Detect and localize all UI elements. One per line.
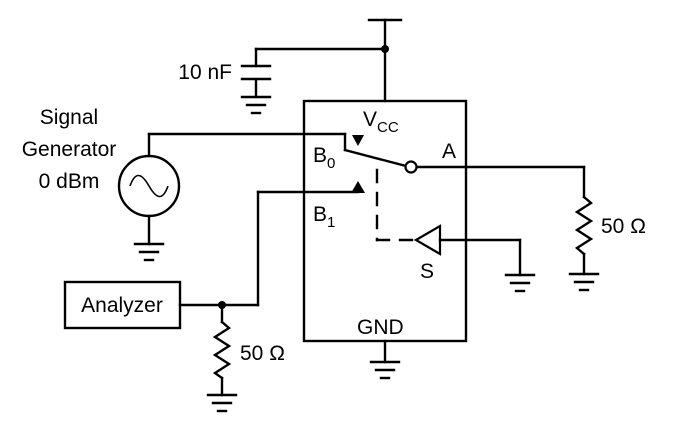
- analyzer-box: [63, 280, 182, 330]
- generator-label-line2: Generator: [22, 138, 117, 161]
- a-pin-label: A: [442, 140, 456, 163]
- vcc-pin-label: VCC: [363, 108, 399, 136]
- b0-pin-label: B0: [313, 144, 335, 172]
- decoupling-capacitor: 10 nF: [178, 47, 387, 115]
- s-ground-icon: [504, 273, 536, 293]
- generator-label-line3: 0 dBm: [39, 170, 100, 193]
- vcc-supply: [367, 18, 403, 103]
- spdt-switch: [343, 135, 536, 293]
- load-resistor-ground-icon: [568, 272, 600, 292]
- s-pin-label: S: [420, 260, 434, 283]
- ic-ground: [369, 339, 401, 380]
- gnd-pin-label: GND: [357, 316, 404, 339]
- s-buffer-icon: [413, 224, 442, 256]
- b1-contact-triangle: [351, 181, 365, 193]
- generator-label-line1: Signal: [40, 106, 98, 129]
- load-resistor: 50 Ω: [464, 165, 646, 292]
- signal-generator: Signal Generator 0 dBm: [22, 106, 347, 262]
- analyzer-termination-resistor: 50 Ω: [206, 303, 285, 413]
- capacitor-ground-icon: [240, 95, 272, 115]
- b0-contact-triangle: [352, 135, 364, 146]
- b1-analyzer-net: [178, 190, 360, 309]
- b1-pin-label: B1: [313, 203, 335, 231]
- analyzer: Analyzer: [63, 280, 182, 330]
- analyzer-resistor-ground-icon: [206, 393, 238, 413]
- generator-ground-icon: [133, 242, 165, 262]
- load-resistor-label: 50 Ω: [601, 215, 646, 238]
- a-pivot-circle: [404, 160, 418, 174]
- analyzer-resistor-label: 50 Ω: [240, 342, 285, 365]
- capacitor-label: 10 nF: [178, 61, 232, 84]
- analyzer-label: Analyzer: [81, 294, 163, 317]
